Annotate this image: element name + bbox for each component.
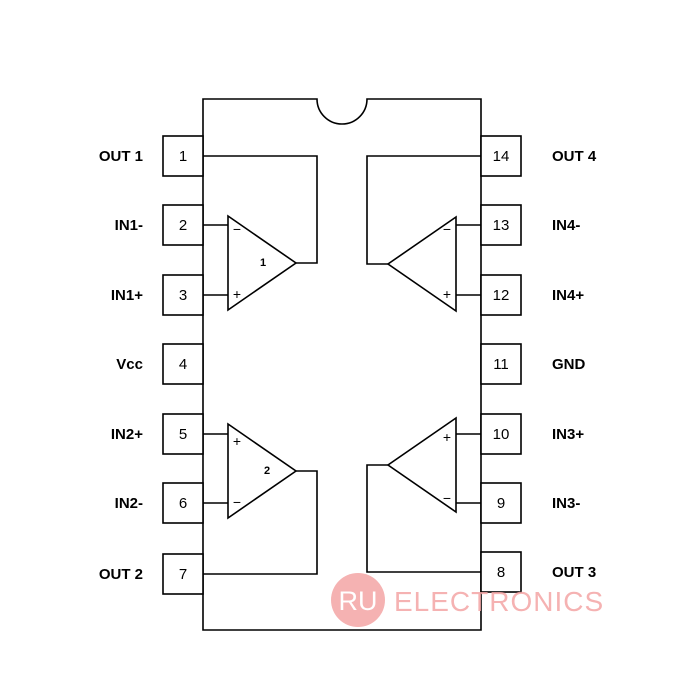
pin-5-label: IN2+ [111,426,143,443]
op-amp-3-triangle [386,416,457,514]
op-amp-3-minus-sign: − [443,490,451,506]
op-amp-1-plus-sign: + [233,286,241,302]
op-amp-1: − + 1 [203,155,318,312]
op-amp-2: + − 2 [203,422,318,575]
pin-7-number: 7 [179,566,187,583]
pin-3-box [162,274,204,316]
pin-14-number: 14 [493,148,510,165]
pin-1-number: 1 [179,148,187,165]
op-amp-1-triangle [227,214,298,312]
op-amp-2-triangle [227,422,298,520]
pin-10: 10 IN3+ [480,413,584,455]
pin-6: 6 IN2- [115,482,204,524]
pin-12-number: 12 [493,287,510,304]
pin-7: 7 OUT 2 [99,553,204,595]
pin-7-box [162,553,204,595]
op-amp-2-plus-sign: + [233,433,241,449]
watermark-badge-text: RU [339,586,378,616]
pin-10-box [480,413,522,455]
pin-12: 12 IN4+ [480,274,584,316]
pin-1-label: OUT 1 [99,148,143,165]
pin-6-box [162,482,204,524]
pin-4-label: Vcc [116,356,143,373]
pin-9-label: IN3- [552,495,580,512]
watermark-badge-circle [331,573,385,627]
op-amp-4-output-wire [366,155,481,265]
op-amp-2-output-wire [203,470,318,575]
pin-11: 11 GND [480,343,586,385]
watermark-logo: RU ELECTRONICS [331,573,604,627]
pin-6-number: 6 [179,495,187,512]
pin-2: 2 IN1- [115,204,204,246]
op-amp-1-minus-sign: − [233,221,241,237]
op-amp-3-plus-sign: + [443,429,451,445]
pin-8-label: OUT 3 [552,564,596,581]
pin-13-number: 13 [493,217,510,234]
op-amp-4: − + [366,155,481,313]
op-amp-2-number: 2 [264,465,270,477]
pin-13: 13 IN4- [480,204,580,246]
pin-9-box [480,482,522,524]
op-amp-1-number: 1 [260,257,266,269]
op-amp-4-triangle [386,215,457,313]
pin-13-label: IN4- [552,217,580,234]
op-amp-1-output-wire [203,155,318,264]
pin-1-box [162,135,204,177]
pin-4-box [162,343,204,385]
pin-3: 3 IN1+ [111,274,204,316]
op-amp-4-minus-sign: − [443,221,451,237]
pin-14: 14 OUT 4 [480,135,597,177]
op-amp-3: + − [366,416,481,573]
ic-body [202,98,482,631]
pin-1: 1 OUT 1 [99,135,204,177]
pin-3-label: IN1+ [111,287,143,304]
pin-11-box [480,343,522,385]
pin-7-label: OUT 2 [99,566,143,583]
pin-2-number: 2 [179,217,187,234]
pin-5-box [162,413,204,455]
pin-12-label: IN4+ [552,287,584,304]
pin-8: 8 OUT 3 [480,551,596,593]
pin-6-label: IN2- [115,495,143,512]
pin-9: 9 IN3- [480,482,580,524]
op-amp-3-output-wire [366,464,481,573]
pin-10-label: IN3+ [552,426,584,443]
pin-2-box [162,204,204,246]
watermark-text: ELECTRONICS [394,586,604,617]
pin-5-number: 5 [179,426,187,443]
op-amp-2-minus-sign: − [233,494,241,510]
pin-11-label: GND [552,356,586,373]
pin-4-number: 4 [179,356,187,373]
pin-3-number: 3 [179,287,187,304]
pin-14-label: OUT 4 [552,148,597,165]
pin-9-number: 9 [497,495,505,512]
pin-11-number: 11 [493,356,509,373]
pin-10-number: 10 [493,426,510,443]
pin-8-number: 8 [497,564,505,581]
op-amp-4-plus-sign: + [443,286,451,302]
pin-8-box [480,551,522,593]
pin-4: 4 Vcc [116,343,204,385]
pin-2-label: IN1- [115,217,143,234]
pin-5: 5 IN2+ [111,413,204,455]
